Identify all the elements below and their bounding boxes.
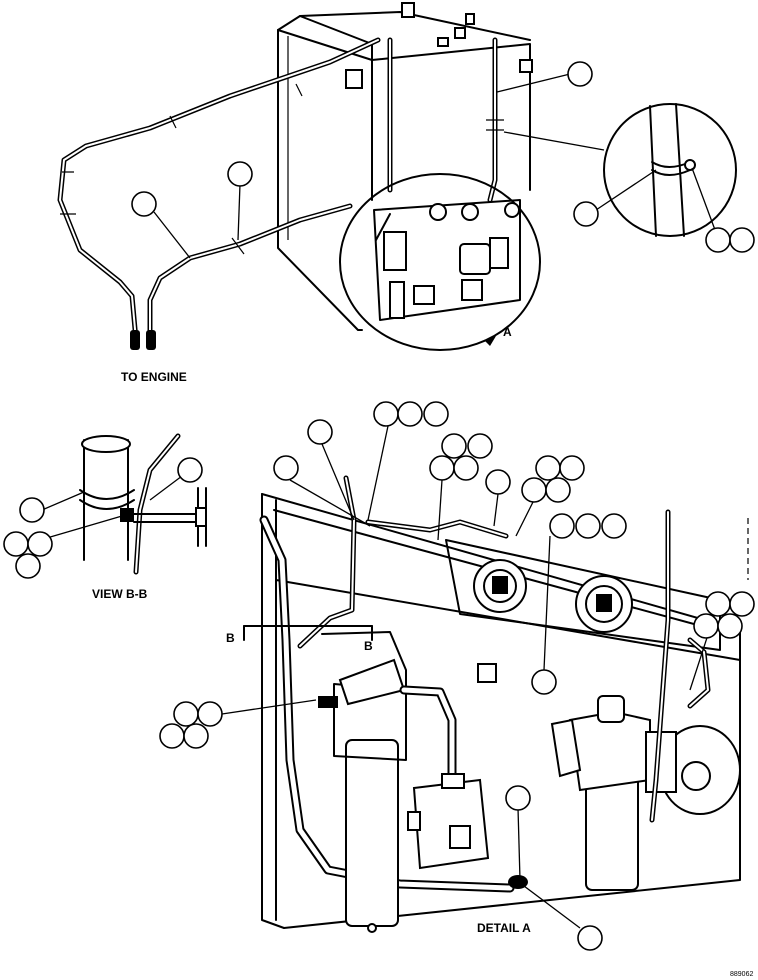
callout-a-3 xyxy=(397,401,423,427)
callout-a-2 xyxy=(373,401,399,427)
callout-a-1 xyxy=(307,419,333,445)
view-bb-label: VIEW B-B xyxy=(92,587,148,601)
callout-a-10 xyxy=(485,469,511,495)
callout-a-28 xyxy=(577,925,603,951)
callout-a-20 xyxy=(729,591,755,617)
callout-3 xyxy=(131,191,157,217)
callout-a-12 xyxy=(559,455,585,481)
view-bb: VIEW B-B xyxy=(3,433,207,601)
callout-a-26 xyxy=(183,723,209,749)
tank-top-view xyxy=(277,2,533,331)
clamp-detail-circle xyxy=(503,103,737,237)
detail-circle-a: A xyxy=(339,173,541,351)
callout-a-15 xyxy=(549,513,575,539)
callout-a-8 xyxy=(429,455,455,481)
ref-a-label: A xyxy=(503,325,512,339)
callout-a-17 xyxy=(601,513,627,539)
callout-vb-2 xyxy=(3,531,29,557)
top-callouts xyxy=(131,61,755,259)
callout-6 xyxy=(729,227,755,253)
callout-1 xyxy=(567,61,593,87)
callout-a-6 xyxy=(441,433,467,459)
to-engine-label: TO ENGINE xyxy=(121,370,187,384)
callout-a-14 xyxy=(545,477,571,503)
callout-4 xyxy=(573,201,599,227)
section-b-right-label: B xyxy=(364,639,373,653)
callout-vb-3 xyxy=(27,531,53,557)
callout-a-7 xyxy=(467,433,493,459)
callout-5 xyxy=(705,227,731,253)
callout-a-5 xyxy=(273,455,299,481)
callout-a-13 xyxy=(521,477,547,503)
callout-a-23 xyxy=(173,701,199,727)
callout-2 xyxy=(227,161,253,187)
callout-a-11 xyxy=(535,455,561,481)
engine-hoses: TO ENGINE xyxy=(57,37,381,384)
callout-a-18 xyxy=(531,669,557,695)
callout-vb-5 xyxy=(177,457,203,483)
detail-a-assembly: B B DETAIL A xyxy=(226,475,749,935)
detail-a-label: DETAIL A xyxy=(477,921,531,935)
callout-a-25 xyxy=(159,723,185,749)
callout-a-4 xyxy=(423,401,449,427)
callout-a-16 xyxy=(575,513,601,539)
callout-a-9 xyxy=(453,455,479,481)
callout-a-21 xyxy=(693,613,719,639)
callout-a-19 xyxy=(705,591,731,617)
section-b-left-label: B xyxy=(226,631,235,645)
figure-number: 889062 xyxy=(730,971,753,978)
callout-a-27 xyxy=(505,785,531,811)
callout-vb-1 xyxy=(19,497,45,523)
callout-a-24 xyxy=(197,701,223,727)
callout-a-22 xyxy=(717,613,743,639)
callout-vb-4 xyxy=(15,553,41,579)
detail-a-callouts xyxy=(159,401,755,951)
